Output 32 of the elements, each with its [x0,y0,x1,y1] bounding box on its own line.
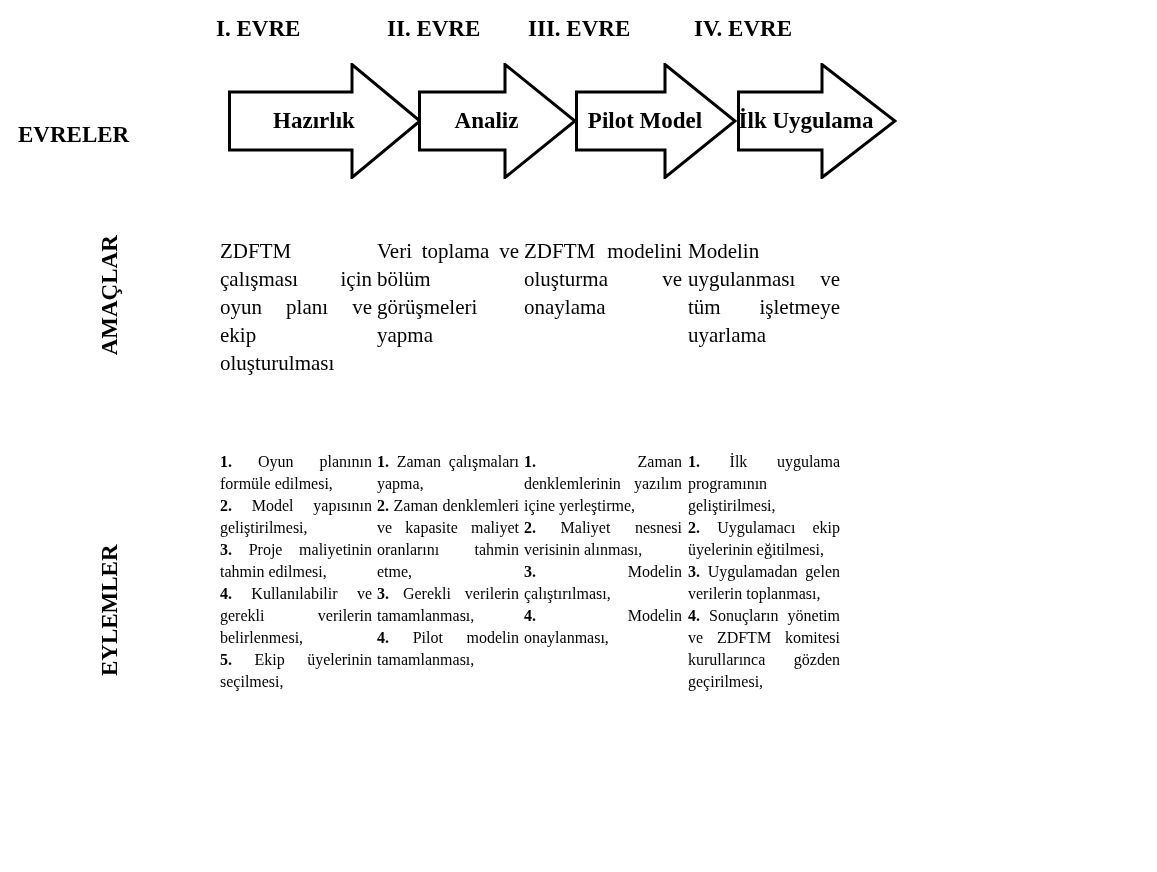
row-heading: EYLEMLER [95,544,123,676]
phase-heading: I. EVRE [216,15,301,43]
action-item: 4. Kullanılabilir ve gerekli verilerin belirlenmesi, [220,584,372,648]
row-heading: EVRELER [18,121,130,149]
action-item: 5. Ekip üyelerinin seçilmesi, [220,650,372,693]
goal-text: ZDFTM modelini oluşturma ve onaylama [524,238,682,321]
action-item: 2. Zaman denklemleri ve kapasite maliyet oranlarını tahmin etme, [377,496,519,582]
goal-text: Veri toplama ve bölüm görüşmeleri yapma [377,238,519,349]
action-item: 3. Modelin çalıştırılması, [524,562,682,605]
action-item: 4. Pilot modelin tamamlanması, [377,628,519,670]
action-item: 1. Zaman çalışmaları yapma, [377,452,519,495]
action-item: 2. Uygulamacı ekip üyelerinin eğitilmesi, [688,518,840,561]
action-item: 2. Maliyet nesnesi verisinin alınması, [524,518,682,560]
action-item: 2. Model yapısının geliştirilmesi, [220,496,372,539]
action-item: 1. Zaman denklemlerinin yazılım içine yerleştirme, [524,452,682,517]
row-heading: AMAÇLAR [95,234,123,356]
action-item: 3. Uygulamadan gelen verilerin toplanması, [688,562,840,605]
phase-name: Analiz [454,106,519,135]
phase-heading: II. EVRE [387,15,481,43]
action-item: 4. Modelin onaylanması, [524,606,682,649]
goal-text: Modelin uygulanması ve tüm işletmeye uyarlama [688,238,840,349]
action-item: 3. Gerekli verilerin tamamlanması, [377,584,519,626]
goal-text: ZDFTM çalışması için oyun planı ve ekip oluşturulması [220,238,372,377]
phase-heading: IV. EVRE [694,15,792,43]
phase-name: Pilot Model [587,106,703,135]
action-item: 3. Proje maliyetinin tahmin edilmesi, [220,540,372,582]
phase-heading: III. EVRE [528,15,631,43]
action-item: 4. Sonuçların yönetim ve ZDFTM komitesi kurullarınca gözden geçirilmesi, [688,606,840,693]
action-item: 1. İlk uygulama programının geliştirilmesi, [688,452,840,517]
action-item: 1. Oyun planının formüle edilmesi, [220,452,372,494]
phase-name: Hazırlık [273,106,355,135]
phase-name: İlk Uygulama [738,106,874,135]
